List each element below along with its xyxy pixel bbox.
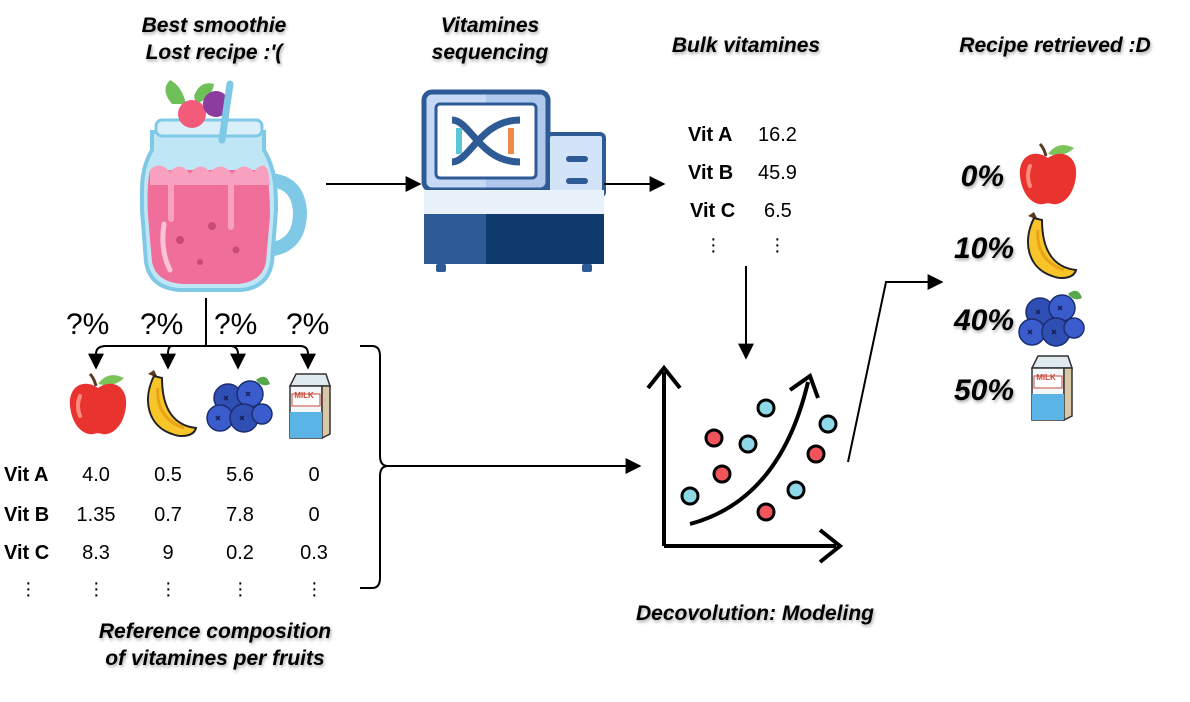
scatter-point-red [756,502,776,522]
unknown-fraction-blueberries: ?% [214,308,258,341]
reference-row-name: Vit B [4,504,50,526]
bulk-title: Bulk vitamines [671,34,821,57]
reference-ellipsis: ··· [311,572,318,606]
recipe-percent-milk: 50% [953,374,1014,407]
reference-ellipsis: ··· [237,572,244,606]
reference-title: Reference composition of vitamines per f… [60,618,370,672]
reference-cell-blueberries: 5.6 [226,464,254,486]
reference-cell-apple: 1.35 [76,504,116,526]
recipe-milk-carton-icon [1031,355,1073,421]
bulk-ellipsis: ··· [774,228,781,262]
unknown-fraction-banana: ?% [140,308,184,341]
smoothie-title-line1: Best smoothie [141,14,287,37]
smoothie-title-line2: Lost recipe :'( [145,41,283,64]
reference-row-name: Vit C [4,542,50,564]
unknown-fraction-milk: ?% [286,308,330,341]
bulk-row-value: 6.5 [764,200,792,222]
recipe-percent-apple: 0% [960,160,1004,193]
milk-carton-icon [289,373,331,439]
bulk-row-name: Vit A [688,124,733,146]
reference-cell-banana: 9 [162,542,174,564]
recipe-banana-icon [1026,210,1078,280]
reference-ellipsis: ··· [93,572,100,606]
reference-cell-blueberries: 7.8 [226,504,254,526]
recipe-percent-blueberries: 40% [953,304,1014,337]
bulk-ellipsis: ··· [710,228,717,262]
bulk-row-value: 45.9 [758,162,797,184]
reference-ellipsis: ··· [25,572,32,606]
reference-title-line2: of vitamines per fruits [105,647,325,670]
scatter-point-blue [738,434,758,454]
scatter-point-blue [818,414,838,434]
reference-cell-milk: 0 [308,504,320,526]
sequencing-title-line1: Vitamines [440,14,540,37]
retrieved-title: Recipe retrieved :D [959,34,1151,57]
scatter-point-blue [786,480,806,500]
bulk-row-name: Vit C [690,200,736,222]
scatter-point-red [704,428,724,448]
smoothie-jar-icon [139,80,308,292]
bulk-row-name: Vit B [688,162,734,184]
modeling-title: Decovolution: Modeling [636,602,874,625]
recipe-blueberries-icon [1018,290,1085,347]
bulk-row-value: 16.2 [758,124,797,146]
modeling-plot-icon [646,364,844,564]
milk-carton-text: MILK [294,391,314,400]
recipe-apple-icon [1017,142,1079,207]
reference-cell-milk: 0.3 [300,542,328,564]
scatter-point-blue [756,398,776,418]
sequencing-title: Vitamines sequencing [390,12,590,66]
scatter-point-red [806,444,826,464]
reference-cell-banana: 0.7 [154,504,182,526]
recipe-percent-banana: 10% [953,232,1014,265]
reference-ellipsis: ··· [165,572,172,606]
apple-icon [67,372,129,437]
reference-cell-apple: 8.3 [82,542,110,564]
reference-cell-milk: 0 [308,464,320,486]
smoothie-title: Best smoothie Lost recipe :'( [104,12,324,66]
scatter-point-red [712,464,732,484]
reference-cell-blueberries: 0.2 [226,542,254,564]
recipe-milk-carton-text: MILK [1036,373,1056,382]
reference-cell-banana: 0.5 [154,464,182,486]
sequencing-machine-icon [421,89,606,272]
reference-title-line1: Reference composition [98,620,332,643]
flow-arrows [88,176,944,589]
reference-row-name: Vit A [4,464,49,486]
reference-cell-apple: 4.0 [82,464,110,486]
scatter-points [680,398,838,522]
unknown-fraction-apple: ?% [66,308,110,341]
blueberries-icon [206,376,273,433]
sequencing-title-line2: sequencing [431,41,549,64]
scatter-point-blue [680,486,700,506]
banana-icon [146,368,198,438]
